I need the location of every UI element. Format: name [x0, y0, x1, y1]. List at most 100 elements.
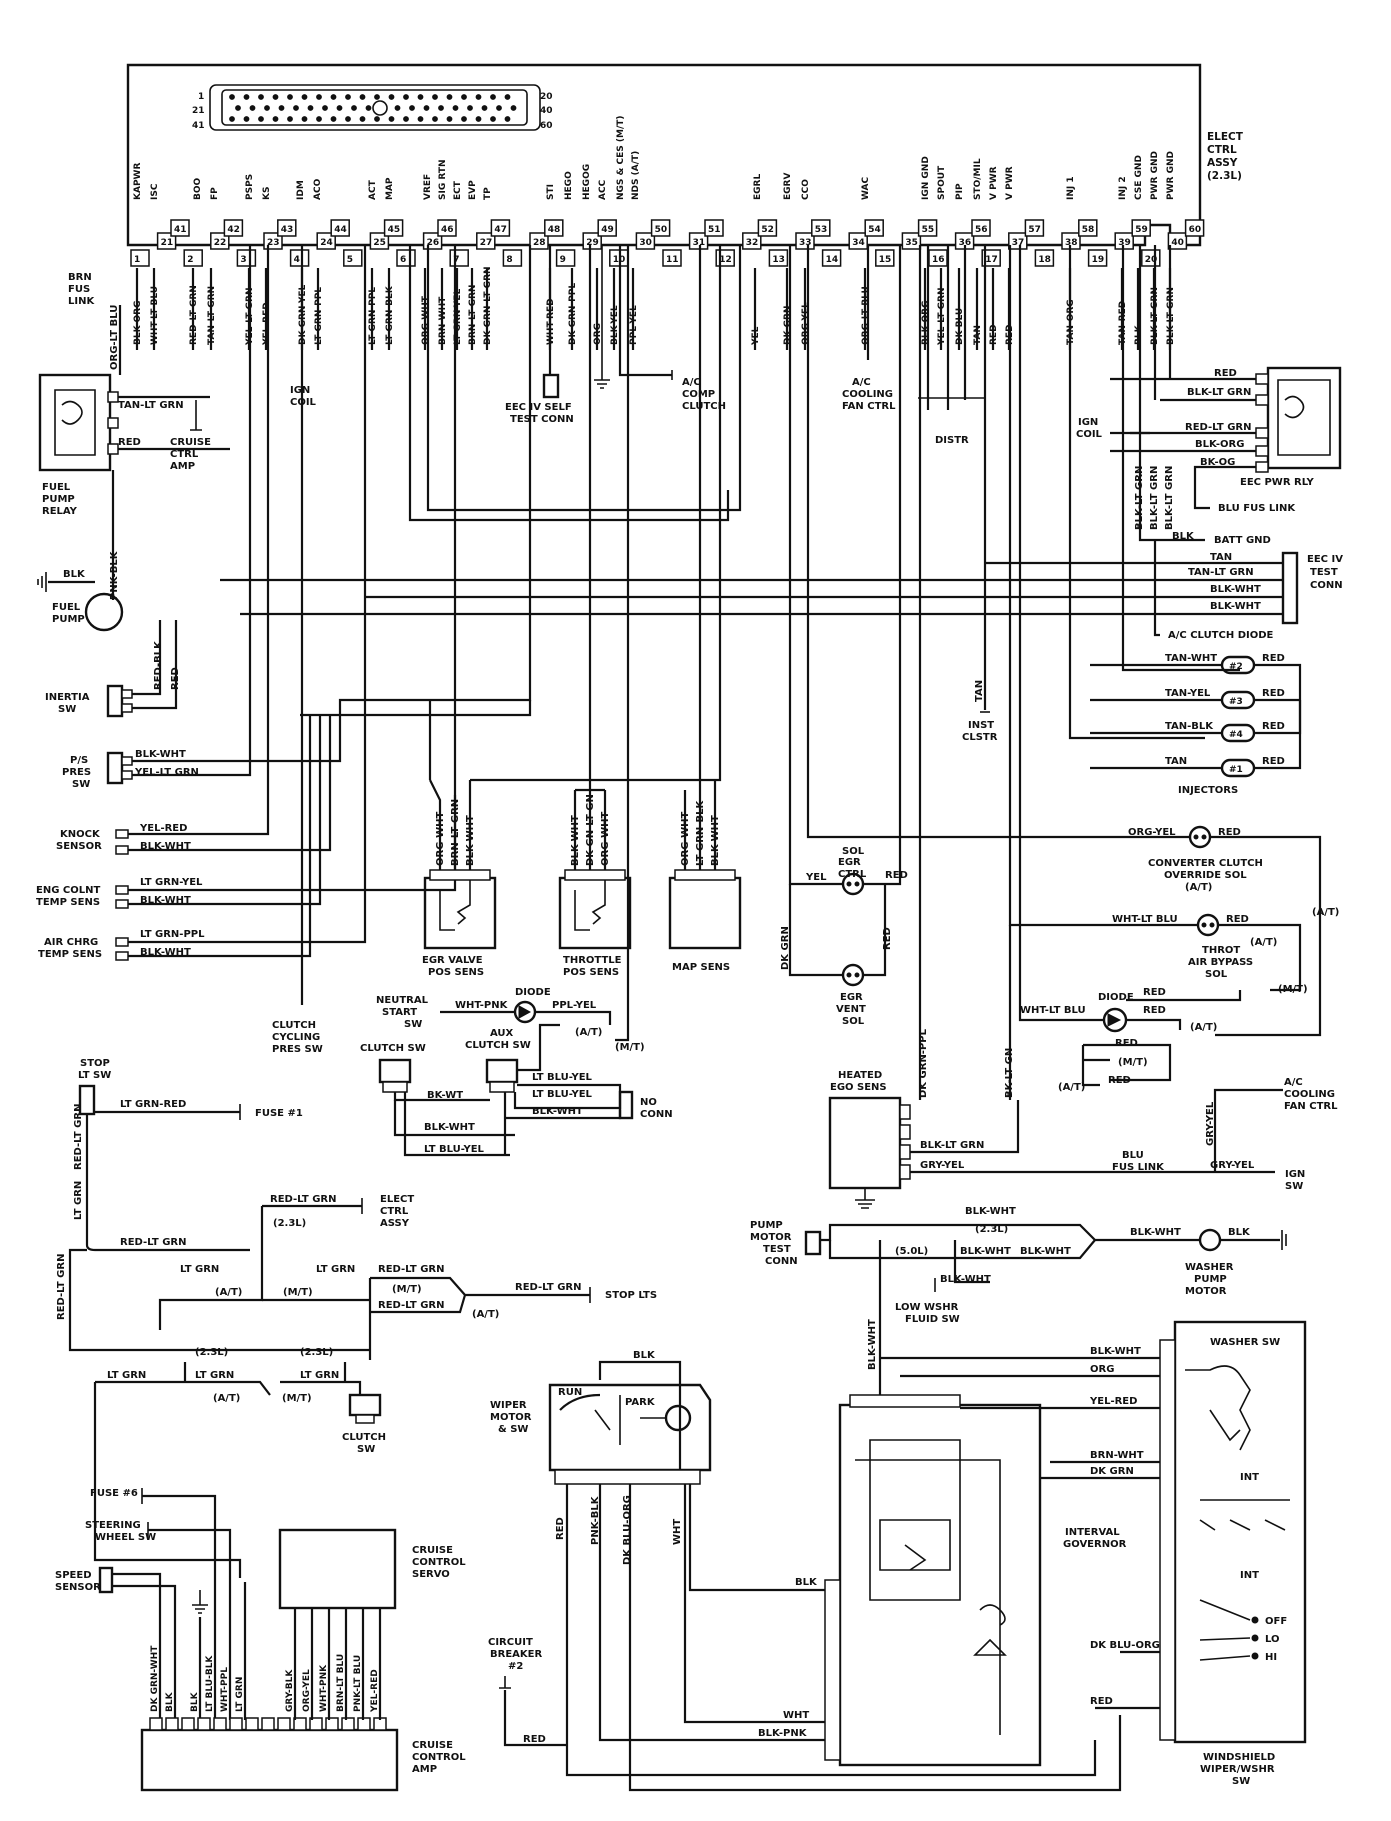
eca-lower-pin-number: 2: [187, 255, 193, 265]
eca-upper-pin-number: 60: [1189, 225, 1202, 235]
eca-lower-pin: [130, 249, 150, 267]
header-pin-dot: [475, 94, 482, 100]
header-pin-dot: [249, 105, 256, 111]
washer-pump-label-1: WASHER: [1185, 1262, 1234, 1273]
fuel-pump-motor-icon: [84, 592, 124, 632]
eca-title-3: ASSY: [1207, 157, 1238, 169]
steering-wheel-label-1: STEERING: [85, 1520, 141, 1531]
wiper-wire-wht: WHT: [672, 1519, 683, 1545]
wire-red-diode-2: RED: [1143, 1005, 1166, 1016]
cruise-amp-wire-label: BLK: [165, 1691, 175, 1712]
eca-upper-pin: [1131, 219, 1151, 237]
wire-dk-grn-egr: DK GRN: [780, 926, 791, 970]
washer-switch-wire-label: ORG: [1090, 1364, 1114, 1375]
throt-label-2: AIR BYPASS: [1188, 957, 1253, 968]
pump-motor-label-2: MOTOR: [750, 1232, 792, 1243]
eca-lower-pin-number: 14: [826, 255, 839, 265]
injectors-label: INJECTORS: [1178, 785, 1238, 796]
eca-signal-name: ISC: [150, 183, 160, 200]
speed-sensor-label-1: SPEED: [55, 1570, 92, 1581]
l23-label-3: (2.3L): [300, 1347, 333, 1358]
washer-sw-label: WASHER SW: [1210, 1337, 1280, 1348]
header-pin-dot: [409, 105, 415, 111]
elect-ctrl-label-2: CTRL: [380, 1206, 409, 1217]
wire-blk-batt-gnd: BLK: [1172, 531, 1195, 542]
header-pin-dot: [490, 94, 496, 100]
cruise-amp-pin: [149, 1717, 163, 1731]
eca-signal-name: PSPS: [245, 174, 255, 200]
eca-lower-pin-number: 17: [985, 255, 998, 265]
header-pin-dot: [490, 116, 496, 122]
header-pin-dot: [388, 94, 395, 100]
eca-lower-pin: [662, 249, 682, 267]
wire-red-diode-1: RED: [1143, 987, 1166, 998]
windshield-label-2: WIPER/WSHR: [1200, 1764, 1275, 1775]
eca-signal-name: INJ 2: [1118, 176, 1128, 200]
injector-wire-label: TAN-WHT: [1165, 653, 1217, 664]
wire-red-diode-3: RED: [1115, 1038, 1138, 1049]
wire-blk-wiper-top: BLK: [633, 1350, 656, 1361]
cruise-amp-label-3: AMP: [412, 1764, 437, 1775]
gov-wire-wht: WHT: [783, 1710, 809, 1721]
washer-pump-label-2: PUMP: [1194, 1274, 1227, 1285]
wire-lt-grn-red: LT GRN-RED: [120, 1099, 186, 1110]
eca-signal-name: KS: [262, 187, 272, 200]
egr-vent-label-2: VENT: [836, 1004, 866, 1015]
at-label-brake-2: (A/T): [472, 1309, 499, 1320]
eca-upper-pin: [170, 219, 190, 237]
eca-signal-name: VREF: [423, 174, 433, 200]
inertia-sw-label-2: SW: [58, 704, 76, 715]
knock-sensor: YEL-RED BLK-WHT KNOCK SENSOR: [56, 245, 332, 855]
eca-upper-pin: [1024, 219, 1045, 237]
throttle-label-2: POS SENS: [563, 967, 619, 978]
neutral-start-switch: NEUTRAL START SW WHT-PNK DIODE PPL-YEL (…: [376, 245, 645, 1053]
eca-lower-pin-number: 36: [959, 238, 972, 248]
throttle-position-sensor: BLK-WHT DK GN-LT GN ORG-WHT THROTTLE POS…: [558, 245, 632, 978]
eca-upper-pin-number: 41: [174, 225, 187, 235]
eec-test-label-1: EEC IV: [1307, 554, 1343, 565]
eec-relay-wire-blk-org: BLK-ORG: [1195, 439, 1244, 450]
eca-signal-name: INJ 1: [1066, 176, 1076, 200]
eca-lower-pin-number: 29: [586, 238, 599, 248]
header-pin-dot: [278, 105, 285, 111]
eca-lower-pin: [369, 232, 390, 250]
header-pin-dot: [243, 94, 250, 100]
heated-ego-label-1: HEATED: [838, 1070, 882, 1081]
cruise-amp-pin: [325, 1717, 339, 1731]
eca-signal-name: ACC: [598, 179, 608, 200]
eca-lower-pin-number: 8: [506, 255, 512, 265]
eec-vert-1: BLK-LT GRN: [1134, 466, 1145, 530]
neutral-start-label-1: NEUTRAL: [376, 995, 429, 1006]
ac-comp-label-3: CLUTCH: [682, 401, 726, 412]
eca-signal-name: CSE GND: [1134, 155, 1144, 200]
circuit-breaker: CIRCUIT BREAKER #2 RED: [488, 1637, 567, 1747]
header-pin-dot: [432, 94, 438, 100]
wiper-motor-label-3: & SW: [498, 1424, 528, 1435]
cruise-amp-label-2: CONTROL: [412, 1752, 466, 1763]
inst-clstr-label-2: CLSTR: [962, 732, 998, 743]
header-pin-dot: [374, 116, 380, 122]
cruise-servo-label-1: CRUISE: [412, 1545, 453, 1556]
injector-number: #3: [1229, 697, 1243, 707]
wire-blk-wht-pump-1: BLK-WHT: [965, 1206, 1016, 1217]
steering-wheel-label-2: WHEEL SW: [95, 1532, 156, 1543]
wire-wht-lt-blu-throt: WHT-LT BLU: [1112, 914, 1178, 925]
wire-lt-grn-stop: LT GRN: [73, 1181, 84, 1220]
eca-signal-name: PWR GND: [1150, 151, 1160, 200]
wire-blk-wht-act: BLK-WHT: [140, 947, 191, 958]
header-pin-dot: [394, 105, 401, 111]
wire-red-egr-ctrl: RED: [885, 870, 908, 881]
eca-lower-pin: [848, 232, 868, 250]
eca-upper-pin-number: 48: [548, 225, 561, 235]
ac-fan-label-3: FAN CTRL: [842, 401, 896, 412]
eca-upper-pin: [597, 219, 617, 237]
wire-org-yel-ccs: ORG-YEL: [1128, 827, 1176, 838]
egr-vent-label-3: SOL: [842, 1016, 865, 1027]
cruise-servo-label-2: CONTROL: [412, 1557, 466, 1568]
inst-clstr-label-1: INST: [968, 720, 994, 731]
clutch-sw-lower-label-2: SW: [357, 1444, 375, 1455]
stop-lts-label: STOP LTS: [605, 1290, 657, 1301]
at-label-diode: (A/T): [1190, 1022, 1217, 1033]
fuel-pump-label-2: PUMP: [52, 614, 85, 625]
eca-lower-pin-number: 32: [746, 238, 759, 248]
